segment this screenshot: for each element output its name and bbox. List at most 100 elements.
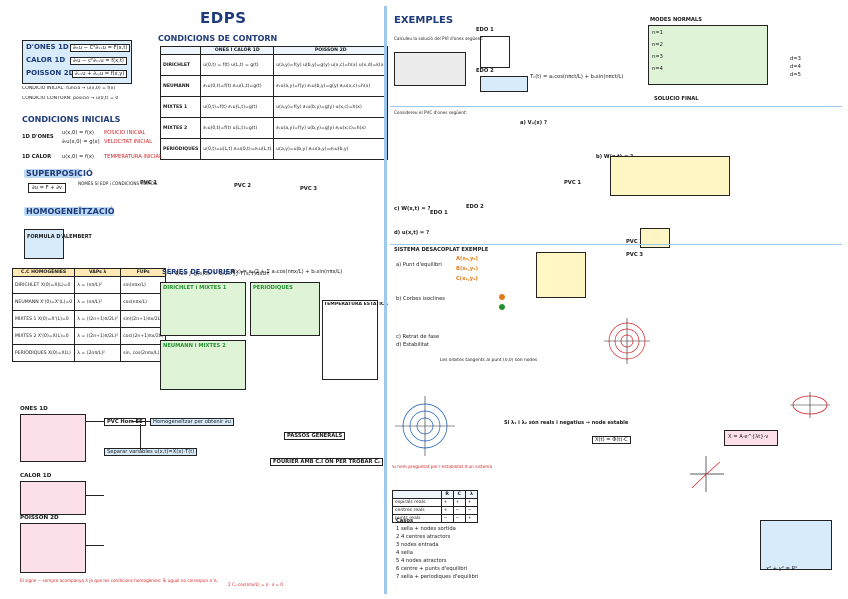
bc-cell: λ = ((2n+1)π/2L)²	[74, 327, 122, 345]
bottom-cell: espirals reals	[392, 498, 442, 507]
edo-label-2: EDO 2	[466, 204, 484, 210]
bottom-cell: +	[440, 498, 454, 507]
bottom-cell: −	[452, 514, 466, 523]
bc-cell: cos(nπx/L)	[120, 293, 167, 311]
homog-highlight	[24, 207, 114, 216]
mode-n3: n=3	[652, 54, 663, 60]
initial-ones-b: ∂ₜu(x,0) = g(x)	[62, 139, 100, 145]
sistema-title: SISTEMA DESACOPLAT EXEMPLE	[394, 247, 489, 253]
flow-box-separate: Separar variables u(x,t)=X(x)·T(t)	[104, 448, 198, 457]
case-4: 4 sella	[396, 550, 413, 556]
contour-title: CONDICIONS DE CONTORN	[158, 34, 278, 43]
fourier-box-3	[160, 340, 246, 390]
contour-cell: u(0,t)=u(L,t) ∂ₓu(0,t)=∂ₓu(L,t)	[200, 138, 275, 160]
bc-cell: DIRICHLET X(0)=X(L)=0	[11, 276, 76, 294]
orbit-note: Les òrbites tangents al punt (0,0) són n…	[440, 358, 538, 363]
superposition-highlight	[24, 169, 82, 178]
mode-n1: n=1	[652, 30, 663, 36]
bc-cell: sin(nπx/L)	[120, 276, 167, 294]
bc-cell: NEUMANN X'(0)=X'(L)=0	[11, 293, 76, 311]
bottom-table: R C λ espirals reals + + + centres reals…	[392, 490, 479, 523]
initial-label-calor: 1D CALOR	[22, 154, 52, 160]
pvp-label-3: PVC 3	[300, 186, 318, 192]
d-value-4: d=4	[790, 64, 801, 70]
sol-final-label: SOLUCIÓ FINAL	[654, 96, 699, 102]
case-5: 5 4 nodes atractors	[396, 558, 447, 564]
step-d: d) u(x,t) = ?	[394, 230, 430, 236]
superposition-note: NOMÉS SI EDP i CONDICIONS HOMOG.	[78, 181, 159, 186]
d-value-3: d=3	[790, 56, 801, 62]
poisson-box	[20, 523, 86, 573]
flow-arrow	[86, 421, 104, 422]
flow-arrow	[132, 421, 150, 422]
sistema-item-d: d) Estabilitat	[396, 342, 430, 348]
fourier-box-2	[250, 282, 320, 336]
bottom-cell: +	[464, 498, 479, 507]
bc-cell: λ = ((2n+1)π/2L)²	[74, 310, 122, 328]
contour-cell: ∂ₓu(0,t)=f(t) u(L,t)=g(t)	[200, 117, 275, 139]
poisson-label: POISSON 2D	[20, 515, 59, 521]
initial-ones-a-note: POSICIÓ INICIAL	[104, 130, 146, 136]
step-a: a) Vₙ(x) ?	[520, 120, 547, 126]
contour-cell: DIRICHLET	[159, 54, 202, 76]
axes-icon	[690, 456, 724, 492]
t-formula: Tₙ(t) = aₙcos(nπct/L) + bₙsin(nπct/L)	[530, 74, 624, 80]
fourier-box-3-label: NEUMANN i MIXTES 2	[163, 343, 226, 349]
bottom-cell: −	[452, 506, 466, 515]
contour-cell: u(a,y)=u(b,y) ∂ₓu(a,y)=∂ₓu(b,y)	[273, 138, 389, 160]
edo1-label: EDO 1	[476, 27, 494, 33]
bc-cell: cos((2n+1)πx/2L)	[120, 327, 167, 345]
calor-label: CALOR 1D	[20, 473, 52, 479]
contour-cell: ∂ₓu(a,y)=f(y) u(b,y)=g(y) ∂ᵧu(x,c)=h(x)	[273, 117, 389, 139]
temp-box	[322, 300, 378, 380]
eq-formula-3: ∂ₓₓu + ∂ᵧᵧu = f(x,y)	[72, 70, 128, 79]
initial-label-ones: 1D D'ONES	[22, 134, 54, 140]
contour-cell: PERIÒDIQUES	[159, 138, 202, 160]
page-title: EDPS	[200, 9, 247, 27]
pvc-label-1: PVC 1	[564, 180, 582, 186]
contour-cell: ∂ₓu(0,t)=f(t) ∂ₓu(L,t)=g(t)	[200, 75, 275, 97]
edo1-box	[480, 36, 510, 68]
initial-title: CONDICIONS INICIALS	[22, 115, 121, 124]
bottom-cell: +	[452, 498, 466, 507]
flow-box-passos: PASSOS GENERALS	[284, 432, 346, 441]
sistema-yellow-box	[536, 252, 586, 298]
flow-box-fourier: FOURIER AMB C.I ON PER TROBAR Cₙ	[270, 458, 384, 467]
init-cond-line: CONDICIÓ INICIAL: funció → u(x,0) = f(x)	[22, 86, 116, 91]
bc-cell: λ = (2nπ/L)²	[74, 344, 122, 362]
initial-ones-b-note: VELOCITAT INICIAL	[104, 139, 153, 145]
flow-box-pvc: PVC Hom EE	[104, 418, 146, 427]
bc-cell: λ = (nπ/L)²	[74, 293, 122, 311]
fourier-formula: f(x) = a₀/2 + Σ aₙcos(nπx/L) + bₙsin(nπx…	[232, 269, 343, 275]
dalembert-title: FÒRMULA D'ALEMBERT	[27, 234, 92, 240]
phase-portrait-icon	[395, 396, 455, 456]
ones-dirichlet-box	[20, 414, 86, 462]
section-separator	[390, 244, 842, 245]
contour-header-1: ONES I CALOR 1D	[200, 46, 275, 55]
contour-cell: NEUMANN	[159, 75, 202, 97]
example2-statement: Considereu el PVC d'ones següent:	[394, 110, 468, 115]
homog-title: HOMOGENEÏTZACIÓ	[26, 207, 115, 216]
fourier-title: SÈRIES DE FOURIER	[162, 268, 236, 276]
pvc-label-3: PVC 3	[626, 252, 644, 258]
flow-arrow	[86, 495, 104, 496]
modes-box	[648, 25, 768, 85]
answer-box	[724, 430, 778, 446]
contour-cell: u(0,t) = f(t) u(L,t) = g(t)	[200, 54, 275, 76]
sistema-item-c: c) Retrat de fase	[396, 334, 440, 340]
wxt-box	[610, 156, 730, 196]
fourier-box-1	[160, 282, 246, 336]
bottom-header: λ	[464, 490, 479, 499]
bottom-cell: −	[440, 514, 454, 523]
stability-title: Si λ₁ i λ₂ són reals i negatius → node e…	[504, 420, 629, 426]
dalembert-formula: u(x,t) = ½[f(x+ct) + f(x−ct)] + 1/2c ∫ g…	[86, 271, 270, 277]
pvc-label-2: PVC 2	[626, 239, 644, 245]
sistema-item-a: a) Punt d'equilibri	[396, 262, 442, 268]
mode-n4: n=4	[652, 66, 663, 72]
bottom-cell: centres reals	[392, 506, 442, 515]
bc-cell: MIXTES 1 X(0)=X'(L)=0	[11, 310, 76, 328]
case-3: 3 nodes entrada	[396, 542, 439, 548]
equilibrium-dot	[499, 304, 505, 310]
pvp-label-2: PVC 2	[234, 183, 252, 189]
